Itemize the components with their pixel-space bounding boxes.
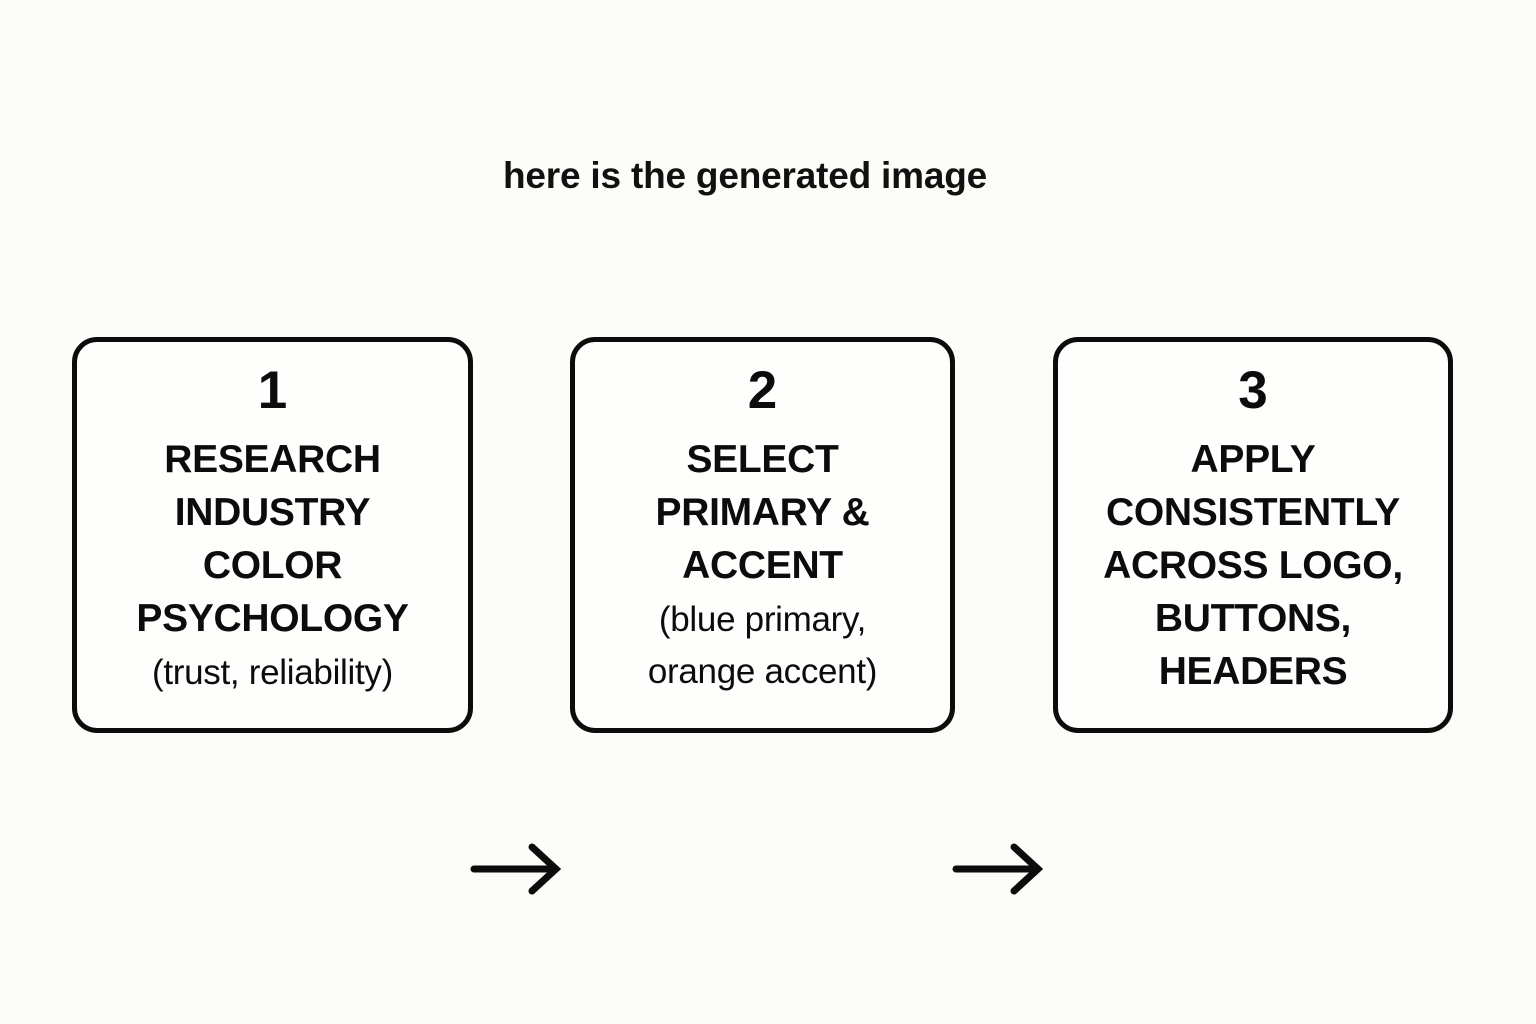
step-title-1: RESEARCH INDUSTRY COLOR PSYCHOLOGY	[136, 438, 409, 640]
step-number-3: 3	[1238, 361, 1268, 420]
arrow-right-icon	[470, 843, 562, 895]
step-title-2: SELECT PRIMARY & ACCENT	[655, 438, 870, 587]
step-number-1: 1	[257, 361, 288, 420]
flow-step-3[interactable]: 3 APPLY CONSISTENTLY ACROSS LOGO, BUTTON…	[1053, 337, 1453, 733]
connector-arrow-2-to-3	[952, 832, 1056, 906]
step-title-3: APPLY CONSISTENTLY ACROSS LOGO, BUTTONS,…	[1103, 438, 1403, 693]
step-note-2: (blue primary, orange accent)	[647, 600, 878, 691]
flow-step-2[interactable]: 2 SELECT PRIMARY & ACCENT (blue primary,…	[570, 337, 955, 733]
arrow-right-icon	[952, 843, 1044, 895]
step-number-2: 2	[747, 361, 778, 420]
flowchart: 1 RESEARCH INDUSTRY COLOR PSYCHOLOGY (tr…	[0, 337, 1536, 895]
flow-step-1[interactable]: 1 RESEARCH INDUSTRY COLOR PSYCHOLOGY (tr…	[72, 337, 473, 733]
step-note-1: (trust, reliability)	[152, 653, 393, 692]
connector-arrow-1-to-2	[470, 832, 574, 906]
page-title: here is the generated image	[502, 155, 987, 196]
